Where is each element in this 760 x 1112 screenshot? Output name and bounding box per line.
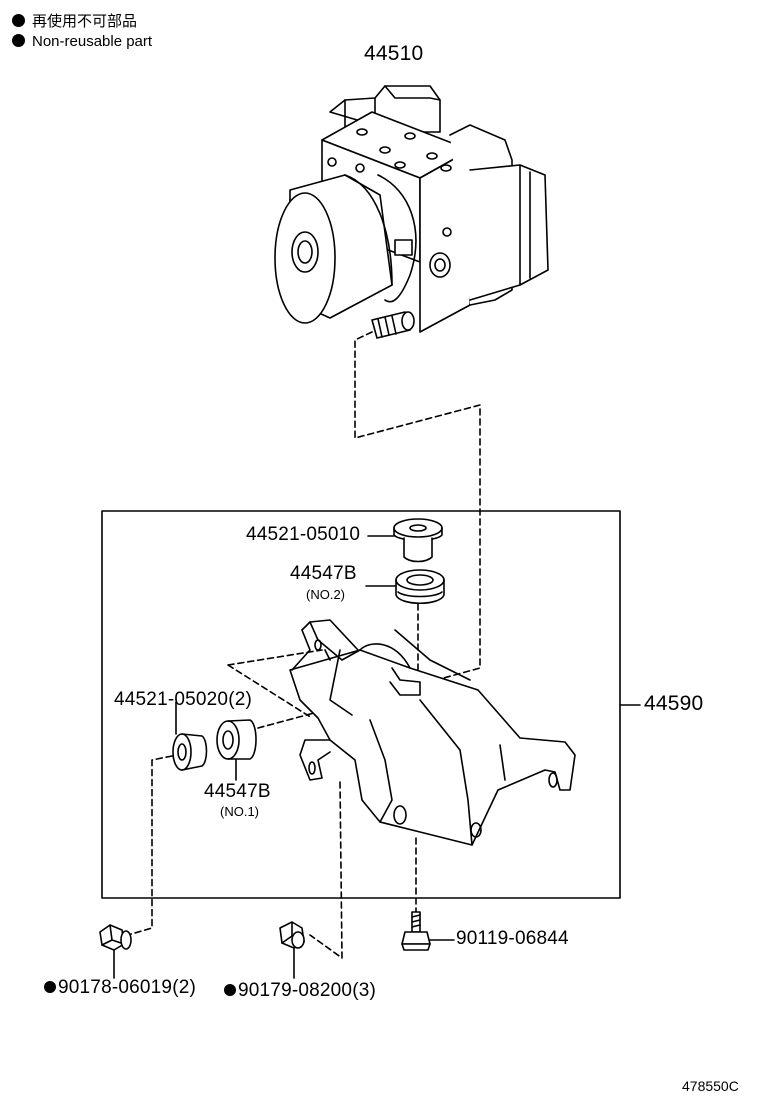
legend-english-text: Non-reusable part [32,33,153,50]
bolt-bottom-illustration [401,911,431,951]
nut-b-illustration [279,921,305,949]
actuator-mount-guide [354,331,481,691]
bracket-illustration [289,619,576,846]
part-label-nut-a: 90178-06019(2) [44,977,196,999]
abs-actuator-illustration [274,85,549,339]
legend-english-row: Non-reusable part [12,32,152,52]
part-label-cushion-top: 44547B [290,563,357,584]
part-label-bolt-side: 44521-05020(2) [114,689,253,710]
illustration-code: 478550C [682,1078,739,1094]
part-label-nut-a-text: 90178-06019(2) [58,977,197,998]
cushion-top-illustration [395,569,445,605]
part-label-bracket-assy: 44590 [644,692,704,715]
non-reusable-dot-icon [12,14,25,27]
bolt-top-illustration [393,518,443,563]
nut-a-guide [127,755,173,936]
non-reusable-dot-icon [12,34,25,47]
legend-japanese-row: 再使用不可部品 [12,12,137,32]
part-note-cushion-top: (NO.2) [306,587,345,602]
nut-b-guide [309,781,343,959]
part-note-cushion-side: (NO.1) [220,804,259,819]
part-label-actuator: 44510 [364,42,424,65]
bolt-side-illustration [172,733,208,771]
non-reusable-dot-icon [44,981,56,993]
cushion-side-illustration [216,719,257,760]
part-label-bolt-top: 44521-05010 [246,524,361,545]
non-reusable-dot-icon [224,984,236,996]
part-label-nut-b-text: 90179-08200(3) [238,980,377,1001]
part-label-nut-b: 90179-08200(3) [224,980,376,1002]
nut-a-illustration [99,924,132,951]
part-label-cushion-side: 44547B [204,781,271,802]
legend-japanese-text: 再使用不可部品 [32,13,138,30]
part-label-bolt-bottom: 90119-06844 [456,928,569,949]
